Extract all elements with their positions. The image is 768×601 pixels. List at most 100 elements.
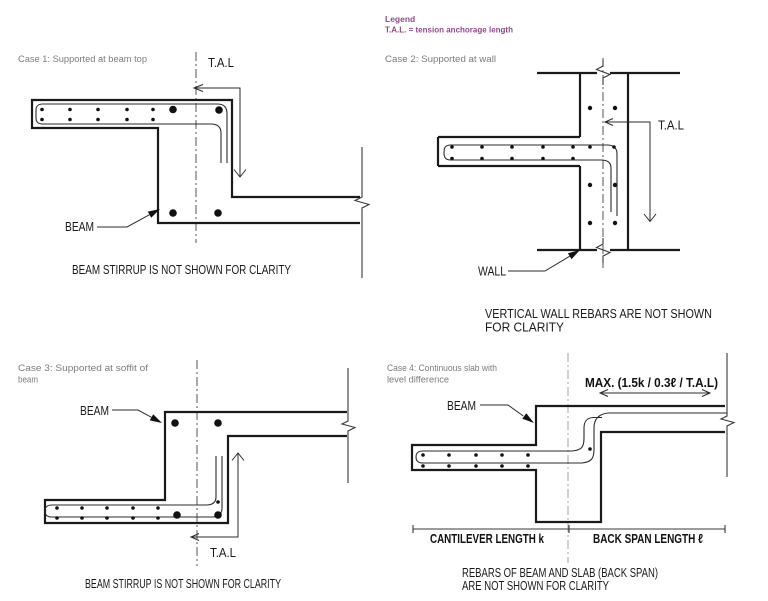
rebar-dot	[480, 156, 484, 161]
case3-panel: Case 3: Supported at soffit of beam T.A.…	[18, 360, 357, 591]
rebar-dot	[526, 453, 530, 457]
case4-title-line2: level difference	[387, 375, 449, 385]
case1-tal-dimension: T.A.L	[192, 55, 247, 178]
rebar-end-hook	[35, 103, 43, 125]
case2-tal-label: T.A.L	[658, 118, 684, 133]
case4-title-line1: Case 4: Continuous slab with	[387, 363, 497, 373]
case4-max-dimension: MAX. (1.5k / 0.3ℓ / T.A.L)	[585, 375, 718, 397]
case3-tal-dimension: T.A.L	[189, 452, 245, 560]
rebar-dot	[214, 419, 222, 427]
tal-arrow-line	[605, 121, 651, 221]
rebar-end-hook	[415, 450, 424, 464]
rebar-dot	[587, 220, 593, 226]
cantilever-length-label: CANTILEVER LENGTH k	[430, 531, 545, 546]
rebar-dot	[215, 106, 223, 114]
rebar-dot	[151, 117, 155, 122]
rebar-dot	[571, 156, 575, 161]
case1-small-dots	[40, 107, 155, 122]
tal-arrowhead-up	[231, 452, 245, 461]
slab-outline	[436, 135, 580, 168]
rebar-inner-line	[52, 456, 217, 506]
tal-arrowhead-down	[643, 213, 657, 223]
rebar-dot	[612, 220, 618, 226]
legend-title: Legend	[385, 14, 415, 24]
rebar-dot	[40, 107, 44, 112]
case1-large-dots	[169, 105, 223, 217]
case2-title: Case 2: Supported at wall	[385, 54, 496, 64]
rebar-dot	[421, 464, 425, 468]
max-arrowhead-left	[598, 389, 609, 397]
case2-panel: Case 2: Supported at wall T.A.L	[385, 54, 712, 335]
rebar-dot	[612, 105, 618, 111]
rebar-dot	[450, 145, 454, 149]
case4-section-cut-break	[719, 353, 736, 477]
rebar-dot	[156, 506, 160, 510]
rebar-dot	[500, 464, 504, 468]
beam-leader-arrowhead	[147, 209, 160, 218]
beam-leader-line	[112, 409, 152, 418]
case3-slab-beam-outline	[43, 410, 347, 525]
rebar-outer-line	[451, 144, 618, 216]
tal-arrow-line	[191, 453, 239, 538]
legend-definition: T.A.L. = tension anchorage length	[385, 25, 513, 35]
rebar-outer-line	[42, 103, 228, 163]
case2-note-line1: VERTICAL WALL REBARS ARE NOT SHOWN	[485, 306, 712, 321]
rebar-dot	[105, 506, 109, 510]
rebar-dot	[587, 182, 593, 188]
rebar-dot	[131, 516, 135, 520]
case1-beam-callout: BEAM	[65, 209, 160, 234]
rebar-dot	[156, 516, 160, 520]
max-arrowhead-right	[701, 389, 712, 397]
case3-small-dots	[55, 500, 220, 520]
backspan-length-label: BACK SPAN LENGTH ℓ	[593, 531, 703, 546]
tal-arrowhead-down	[233, 169, 247, 178]
rebar-dot	[510, 156, 514, 161]
case1-title: Case 1: Supported at beam top	[18, 54, 147, 64]
case2-wall-structure	[436, 60, 680, 263]
case1-rebar	[35, 103, 228, 163]
case3-beam-callout: BEAM	[80, 403, 162, 423]
beam-leader-line	[97, 214, 150, 228]
rebar-dot	[105, 516, 109, 520]
dimension-line	[412, 525, 726, 533]
rebar-dot	[541, 156, 545, 161]
rebar-dot	[96, 117, 100, 122]
rebar-dot	[216, 500, 220, 504]
case3-section-cut-break	[340, 368, 357, 483]
case4-beam-callout: BEAM	[447, 398, 534, 423]
rebar-dot	[125, 107, 129, 112]
rebar-dot	[68, 107, 72, 112]
tal-arrowhead-left	[189, 533, 200, 541]
rebar-end-hook	[44, 504, 53, 518]
rebar-dot	[68, 117, 72, 122]
tal-arrow-line	[194, 87, 241, 177]
case4-note-line1: REBARS OF BEAM AND SLAB (BACK SPAN)	[462, 565, 658, 580]
rebar-dot	[55, 506, 59, 510]
case4-panel: Case 4: Continuous slab with level diffe…	[387, 353, 736, 593]
rebar-dot	[125, 117, 129, 122]
rebar-dot	[500, 453, 504, 457]
wall-leader-line	[508, 255, 570, 272]
case4-beam-label: BEAM	[447, 398, 476, 413]
beam-leader-arrowhead	[149, 414, 162, 423]
case3-title-line2: beam	[18, 375, 38, 385]
case2-tal-dimension: T.A.L	[603, 118, 684, 223]
wall-bottom-break-symbol	[595, 238, 612, 263]
rebar-dot	[171, 419, 179, 427]
rebar-dot	[588, 145, 592, 149]
rebar-dot	[131, 506, 135, 510]
beam-leader-arrowhead	[522, 413, 534, 423]
case3-beam-label: BEAM	[80, 403, 109, 418]
case4-rebar	[415, 412, 727, 464]
rebar-dot	[612, 145, 616, 149]
rebar-dot	[474, 464, 478, 468]
rebar-dot	[588, 447, 592, 451]
rebar-dot	[80, 516, 84, 520]
rebar-end-hook	[443, 144, 452, 161]
rebar-dot	[173, 511, 181, 519]
case4-slab-beam-outline	[410, 404, 725, 524]
wall-leader-arrowhead	[567, 250, 580, 260]
rebar-dot	[526, 464, 530, 468]
